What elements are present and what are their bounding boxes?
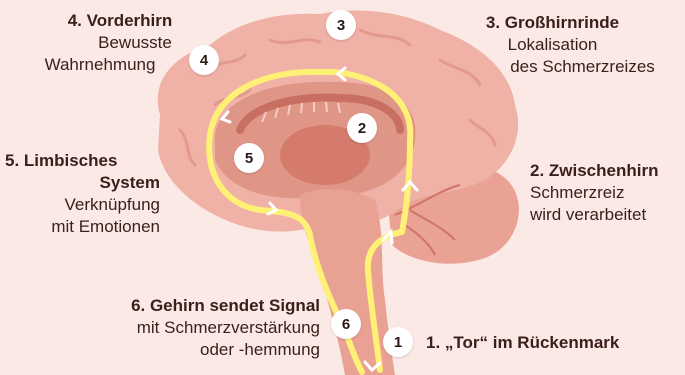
label-grosshirnrinde-title: 3. Großhirnrinde <box>440 12 665 34</box>
badge-5: 5 <box>234 143 264 173</box>
badge-2: 2 <box>347 113 377 143</box>
label-vorderhirn-line1: Bewusste <box>45 32 195 54</box>
badge-4: 4 <box>189 45 219 75</box>
badge-1: 1 <box>383 327 413 357</box>
label-grosshirnrinde: 3. Großhirnrinde Lokalisation des Schmer… <box>440 12 665 78</box>
label-gehirn-signal-line1: mit Schmerzverstärkung <box>95 317 320 339</box>
label-grosshirnrinde-line1: Lokalisation <box>440 34 665 56</box>
label-zwischenhirn-line2: wird verarbeitet <box>530 204 680 226</box>
label-tor-title: 1. „Tor“ im Rückenmark <box>426 332 676 354</box>
badge-6: 6 <box>331 309 361 339</box>
label-zwischenhirn-line1: Schmerzreiz <box>530 182 680 204</box>
label-tor: 1. „Tor“ im Rückenmark <box>426 332 676 354</box>
label-limbisch-title1: 5. Limbisches <box>5 150 160 172</box>
badge-3: 3 <box>326 10 356 40</box>
label-zwischenhirn-title: 2. Zwischenhirn <box>530 160 680 182</box>
label-vorderhirn-line2: Wahrnehmung <box>5 54 195 76</box>
label-vorderhirn-title: 4. Vorderhirn <box>45 10 195 32</box>
label-vorderhirn: 4. Vorderhirn Bewusste Wahrnehmung <box>45 10 195 76</box>
label-limbisch-line1: Verknüpfung <box>5 194 160 216</box>
label-grosshirnrinde-line2: des Schmerzreizes <box>440 56 665 78</box>
label-gehirn-signal: 6. Gehirn sendet Signal mit Schmerzverst… <box>95 295 320 361</box>
label-gehirn-signal-title: 6. Gehirn sendet Signal <box>95 295 320 317</box>
label-limbisch-line2: mit Emotionen <box>5 216 160 238</box>
label-zwischenhirn: 2. Zwischenhirn Schmerzreiz wird verarbe… <box>530 160 680 226</box>
label-gehirn-signal-line2: oder -hemmung <box>95 339 320 361</box>
label-limbisch: 5. Limbisches System Verknüpfung mit Emo… <box>5 150 160 238</box>
label-limbisch-title2: System <box>5 172 160 194</box>
